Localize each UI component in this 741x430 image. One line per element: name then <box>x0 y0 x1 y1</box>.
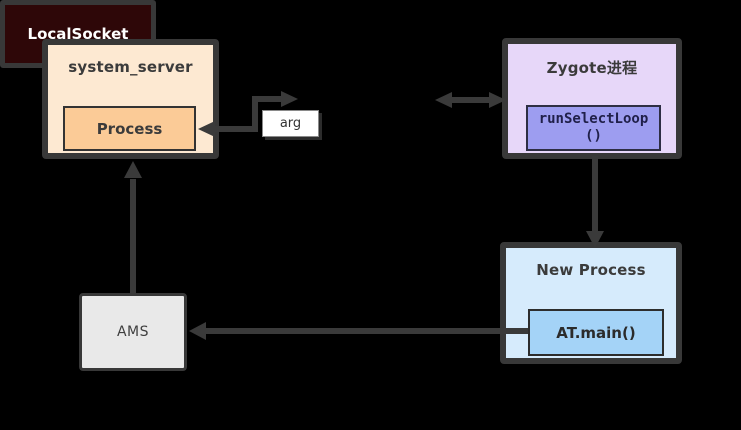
arrow-localsocket-zygote <box>435 92 506 108</box>
edge-label-arg: arg <box>262 110 319 137</box>
node-new-process: New Process AT.main() <box>500 242 682 364</box>
node-run-select-loop-label-line2: () <box>585 128 602 144</box>
node-system-server-title: system_server <box>68 58 193 76</box>
node-zygote: Zygote进程 runSelectLoop () <box>502 38 682 159</box>
edge-label-arg-text: arg <box>279 116 302 131</box>
node-system-server: system_server Process <box>42 39 219 159</box>
node-run-select-loop-label-line1: runSelectLoop <box>538 111 649 128</box>
node-at-main-label: AT.main() <box>556 323 636 342</box>
node-ams-label: AMS <box>116 324 150 340</box>
node-run-select-loop: runSelectLoop () <box>526 105 661 151</box>
arrow-zygote-newprocess <box>586 156 604 248</box>
node-zygote-title: Zygote进程 <box>546 59 638 77</box>
node-local-socket-label: LocalSocket <box>27 25 129 43</box>
node-at-main: AT.main() <box>528 309 664 356</box>
node-process: Process <box>63 106 196 151</box>
node-ams: AMS <box>79 293 187 371</box>
node-process-label: Process <box>96 119 163 138</box>
arrow-ams-systemserver <box>124 161 142 295</box>
arrow-atmain-ams <box>189 322 528 340</box>
node-new-process-title: New Process <box>536 261 646 279</box>
